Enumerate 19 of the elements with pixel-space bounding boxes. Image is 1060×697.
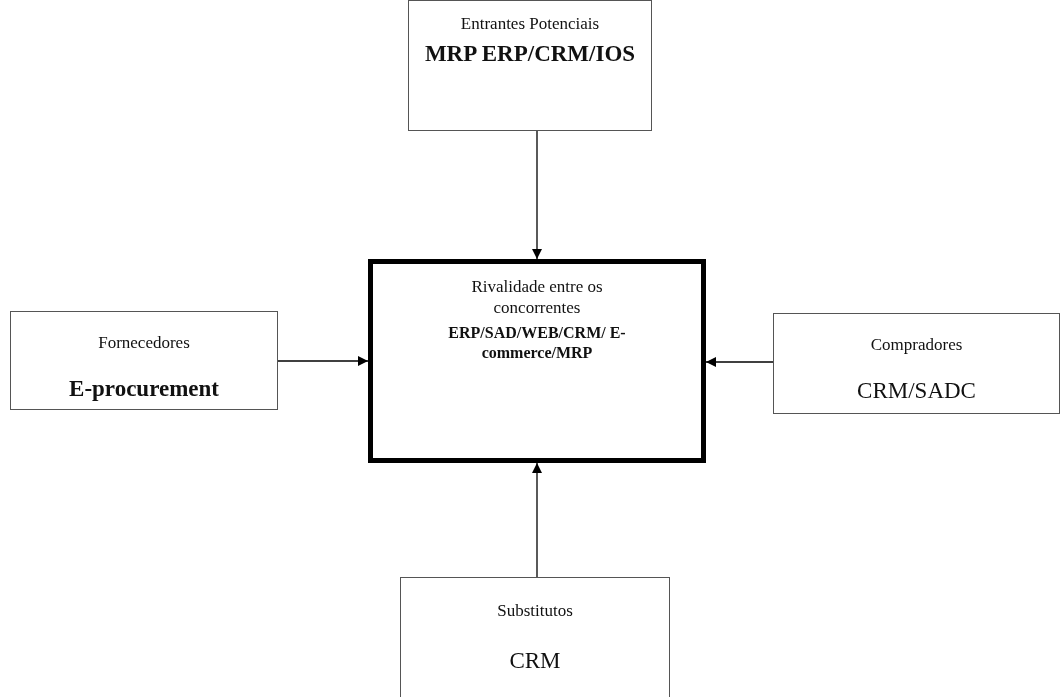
- node-body: MRP ERP/CRM/IOS: [424, 40, 636, 69]
- force-box: [773, 313, 1060, 414]
- node-body: E-procurement: [69, 375, 219, 404]
- force-box: [400, 577, 670, 697]
- node-title: Entrantes Potenciais: [460, 13, 600, 35]
- node-title: Compradores: [870, 334, 963, 356]
- node-title: Fornecedores: [98, 332, 190, 354]
- arrow: [277, 356, 369, 366]
- central-box: [368, 259, 706, 463]
- node-body: CRM/SADC: [857, 377, 976, 406]
- force-box: [408, 0, 652, 131]
- node-body: CRM: [509, 647, 561, 676]
- node-body: ERP/SAD/WEB/CRM/ E-commerce/MRP: [447, 322, 627, 363]
- node-title: Rivalidade entre os concorrentes: [470, 276, 604, 319]
- force-box: [10, 311, 278, 410]
- arrow: [705, 357, 774, 367]
- arrow: [532, 130, 542, 260]
- arrow: [532, 462, 542, 578]
- node-title: Substitutos: [497, 600, 573, 622]
